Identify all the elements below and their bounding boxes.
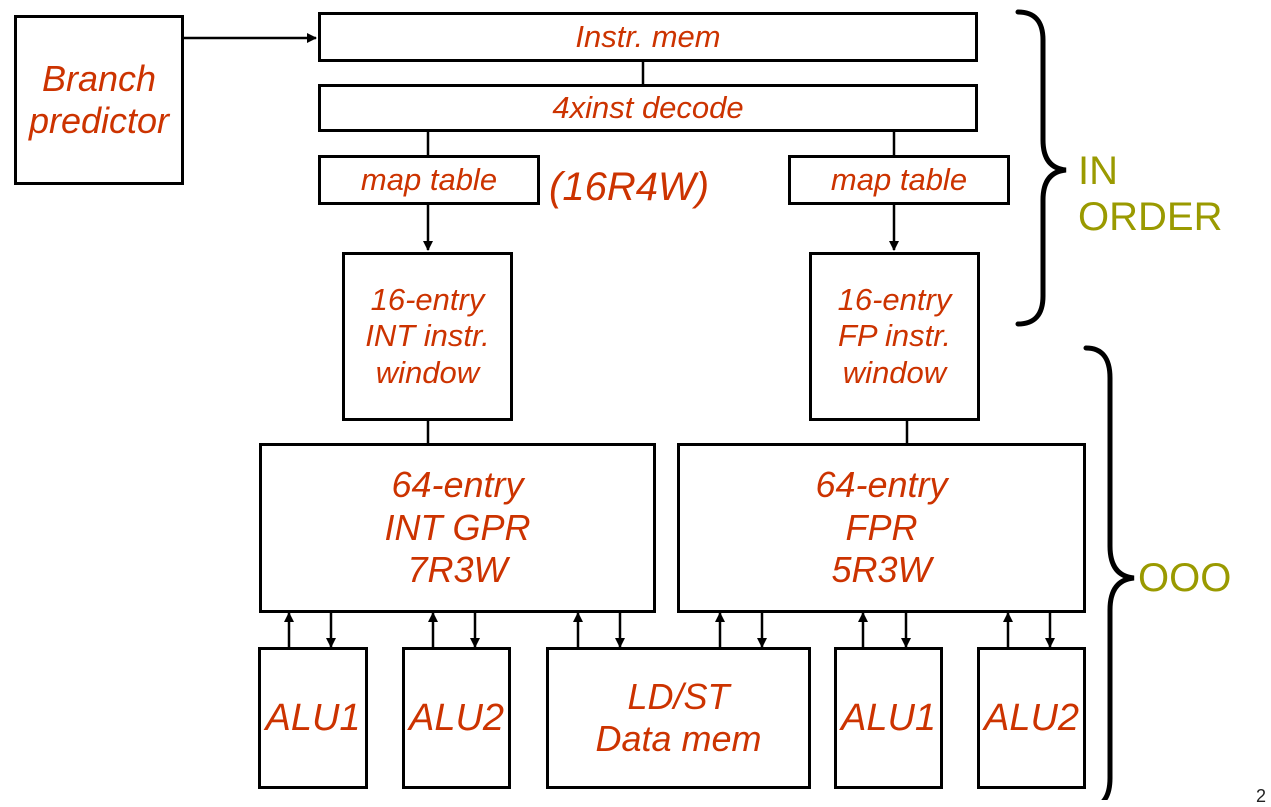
- int-window-line1: 16-entry: [370, 281, 485, 317]
- decode-box: 4xinst decode: [318, 84, 978, 132]
- fpr-line2: FPR: [845, 506, 918, 548]
- in-order-brace: [1015, 9, 1067, 327]
- fp-alu2-box: ALU2: [977, 647, 1086, 789]
- int-gpr-line3: 7R3W: [407, 549, 508, 591]
- ooo-brace: [1083, 345, 1135, 800]
- page-number: 2: [1256, 786, 1267, 806]
- ports-note: (16R4W): [549, 165, 710, 209]
- instr-mem-box: Instr. mem: [318, 12, 978, 62]
- int-alu1-box: ALU1: [258, 647, 368, 789]
- fp-alu1-box: ALU1: [834, 647, 943, 789]
- ldst-line1: LD/ST: [627, 675, 730, 717]
- branch-predictor-label-line1: Branch: [41, 57, 157, 99]
- fp-window-line1: 16-entry: [837, 281, 952, 317]
- fp-window-line3: window: [842, 354, 947, 390]
- fp-alu1-label: ALU1: [840, 696, 937, 739]
- ldst-line2: Data mem: [595, 718, 762, 759]
- int-alu2-box: ALU2: [402, 647, 511, 789]
- instr-mem-label: Instr. mem: [575, 18, 721, 54]
- map-table-fp-label: map table: [830, 161, 968, 197]
- int-window-line2: INT instr.: [365, 318, 490, 354]
- branch-predictor-box: Branch predictor: [14, 15, 184, 185]
- map-table-int-label: map table: [360, 161, 498, 197]
- fpr-line3: 5R3W: [831, 549, 932, 591]
- int-gpr-box: 64-entry INT GPR 7R3W: [259, 443, 656, 613]
- map-table-int-box: map table: [318, 155, 540, 205]
- fp-alu2-label: ALU2: [983, 696, 1080, 739]
- fpr-line1: 64-entry: [815, 464, 948, 506]
- in-order-label: IN ORDER: [1078, 148, 1222, 240]
- int-gpr-line2: INT GPR: [384, 506, 531, 548]
- ldst-data-mem-box: LD/ST Data mem: [546, 647, 811, 789]
- int-alu2-label: ALU2: [408, 696, 505, 739]
- fp-window-line2: FP instr.: [837, 318, 952, 354]
- int-alu1-label: ALU1: [265, 696, 361, 739]
- int-window-line3: window: [375, 354, 480, 390]
- branch-predictor-label-line2: predictor: [28, 100, 170, 141]
- fp-instr-window-box: 16-entry FP instr. window: [809, 252, 980, 421]
- int-gpr-line1: 64-entry: [391, 464, 524, 506]
- int-instr-window-box: 16-entry INT instr. window: [342, 252, 513, 421]
- map-table-fp-box: map table: [788, 155, 1010, 205]
- decode-label: 4xinst decode: [552, 89, 744, 125]
- in-order-label-line2: ORDER: [1078, 195, 1223, 239]
- fpr-box: 64-entry FPR 5R3W: [677, 443, 1086, 613]
- ooo-label: OOO: [1138, 556, 1232, 600]
- in-order-label-line1: IN: [1078, 149, 1118, 193]
